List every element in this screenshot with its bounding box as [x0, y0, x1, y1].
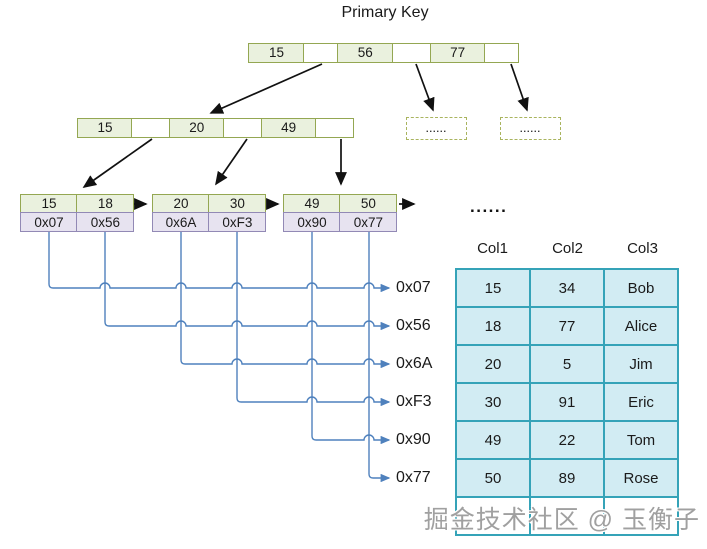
data-table: 15 34 Bob 18 77 Alice 20 5 Jim 30 91 Eri… [455, 268, 679, 536]
record-pointer-label: 0x07 [396, 279, 431, 296]
internal-pointer-cell [131, 118, 171, 138]
table-row-empty [455, 496, 679, 536]
table-cell: 50 [455, 458, 531, 498]
table-cell: 89 [529, 458, 605, 498]
column-header-col2: Col2 [552, 240, 583, 257]
root-key-cell: 56 [336, 43, 394, 63]
record-pointer-label: 0x6A [396, 355, 433, 372]
table-cell-empty [455, 496, 531, 536]
leaf-key-cell: 20 [152, 194, 210, 214]
leaf-pointer-cell: 0x90 [283, 212, 341, 233]
table-cell: Bob [603, 268, 679, 308]
internal-node: 15 20 49 [77, 118, 355, 138]
leaf-pointer-cell: 0x77 [339, 212, 398, 233]
table-row: 20 5 Jim [455, 344, 679, 384]
table-row: 30 91 Eric [455, 382, 679, 422]
internal-key-cell: 49 [260, 118, 317, 138]
table-cell-empty [603, 496, 679, 536]
table-cell: Alice [603, 306, 679, 346]
internal-pointer-cell [223, 118, 263, 138]
record-pointer-label: 0xF3 [396, 393, 432, 410]
table-cell: Tom [603, 420, 679, 460]
dashed-node: ...... [500, 117, 561, 140]
root-pointer-cell [303, 43, 339, 63]
root-pointer-cell [484, 43, 520, 63]
leaf-node-2: 20 30 0x6A 0xF3 [152, 194, 267, 233]
internal-key-cell: 20 [168, 118, 225, 138]
table-cell: 15 [455, 268, 531, 308]
leaf-key-cell: 15 [20, 194, 78, 214]
root-pointer-cell [392, 43, 432, 63]
diagram-title: Primary Key [341, 4, 429, 21]
table-cell: 20 [455, 344, 531, 384]
table-row: 15 34 Bob [455, 268, 679, 308]
leaf-pointer-cell: 0x56 [76, 212, 135, 233]
table-cell: 49 [455, 420, 531, 460]
table-row: 18 77 Alice [455, 306, 679, 346]
leaf-pointer-cell: 0x6A [152, 212, 210, 233]
table-cell: 30 [455, 382, 531, 422]
table-cell: Jim [603, 344, 679, 384]
table-cell: 34 [529, 268, 605, 308]
table-cell: 18 [455, 306, 531, 346]
record-pointer-connectors [48, 232, 391, 483]
table-cell-empty [529, 496, 605, 536]
leaf-pointer-cell: 0x07 [20, 212, 78, 233]
leaf-pointer-cell: 0xF3 [208, 212, 267, 233]
table-row: 49 22 Tom [455, 420, 679, 460]
internal-pointer-cell [315, 118, 355, 138]
column-header-col1: Col1 [477, 240, 508, 257]
leaf-key-cell: 50 [339, 194, 398, 214]
table-cell: 5 [529, 344, 605, 384]
root-node: 15 56 77 [248, 43, 520, 63]
table-cell: 91 [529, 382, 605, 422]
record-pointer-label: 0x56 [396, 317, 431, 334]
watermark-text: 掘金技术社区 @ 玉衡子 [423, 506, 700, 534]
leaf-node-3: 49 50 0x90 0x77 [283, 194, 398, 233]
dashed-node: ...... [406, 117, 467, 140]
internal-key-cell: 15 [77, 118, 133, 138]
leaf-key-cell: 49 [283, 194, 341, 214]
leaf-key-cell: 30 [208, 194, 267, 214]
leaf-key-cell: 18 [76, 194, 135, 214]
root-key-cell: 15 [248, 43, 305, 63]
root-key-cell: 77 [429, 43, 486, 63]
table-cell: Eric [603, 382, 679, 422]
table-cell: Rose [603, 458, 679, 498]
record-pointer-label: 0x90 [396, 431, 431, 448]
table-cell: 22 [529, 420, 605, 460]
leaf-node-1: 15 18 0x07 0x56 [20, 194, 135, 233]
column-header-col3: Col3 [627, 240, 658, 257]
leaf-chain-ellipsis: ...... [470, 197, 508, 216]
table-row: 50 89 Rose [455, 458, 679, 498]
table-cell: 77 [529, 306, 605, 346]
record-pointer-label: 0x77 [396, 469, 431, 486]
